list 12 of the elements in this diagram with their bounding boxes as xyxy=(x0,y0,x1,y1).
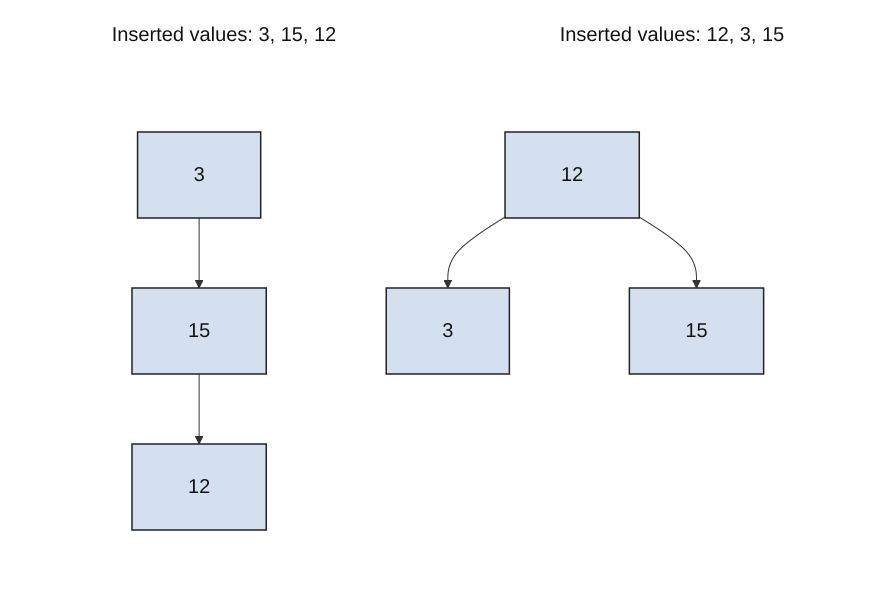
node-box: 12 xyxy=(131,443,268,531)
node-box: 12 xyxy=(504,131,640,219)
arrow xyxy=(194,218,204,288)
arrow xyxy=(444,216,506,288)
arrow xyxy=(638,216,702,288)
node-box: 15 xyxy=(131,287,268,375)
node-box: 3 xyxy=(137,131,262,219)
heading-text: Inserted values: 12, 3, 15 xyxy=(560,24,784,46)
arrow xyxy=(194,374,204,444)
heading-text: Inserted values: 3, 15, 12 xyxy=(112,24,336,46)
node-box: 15 xyxy=(628,287,765,375)
node-box: 3 xyxy=(386,287,510,375)
